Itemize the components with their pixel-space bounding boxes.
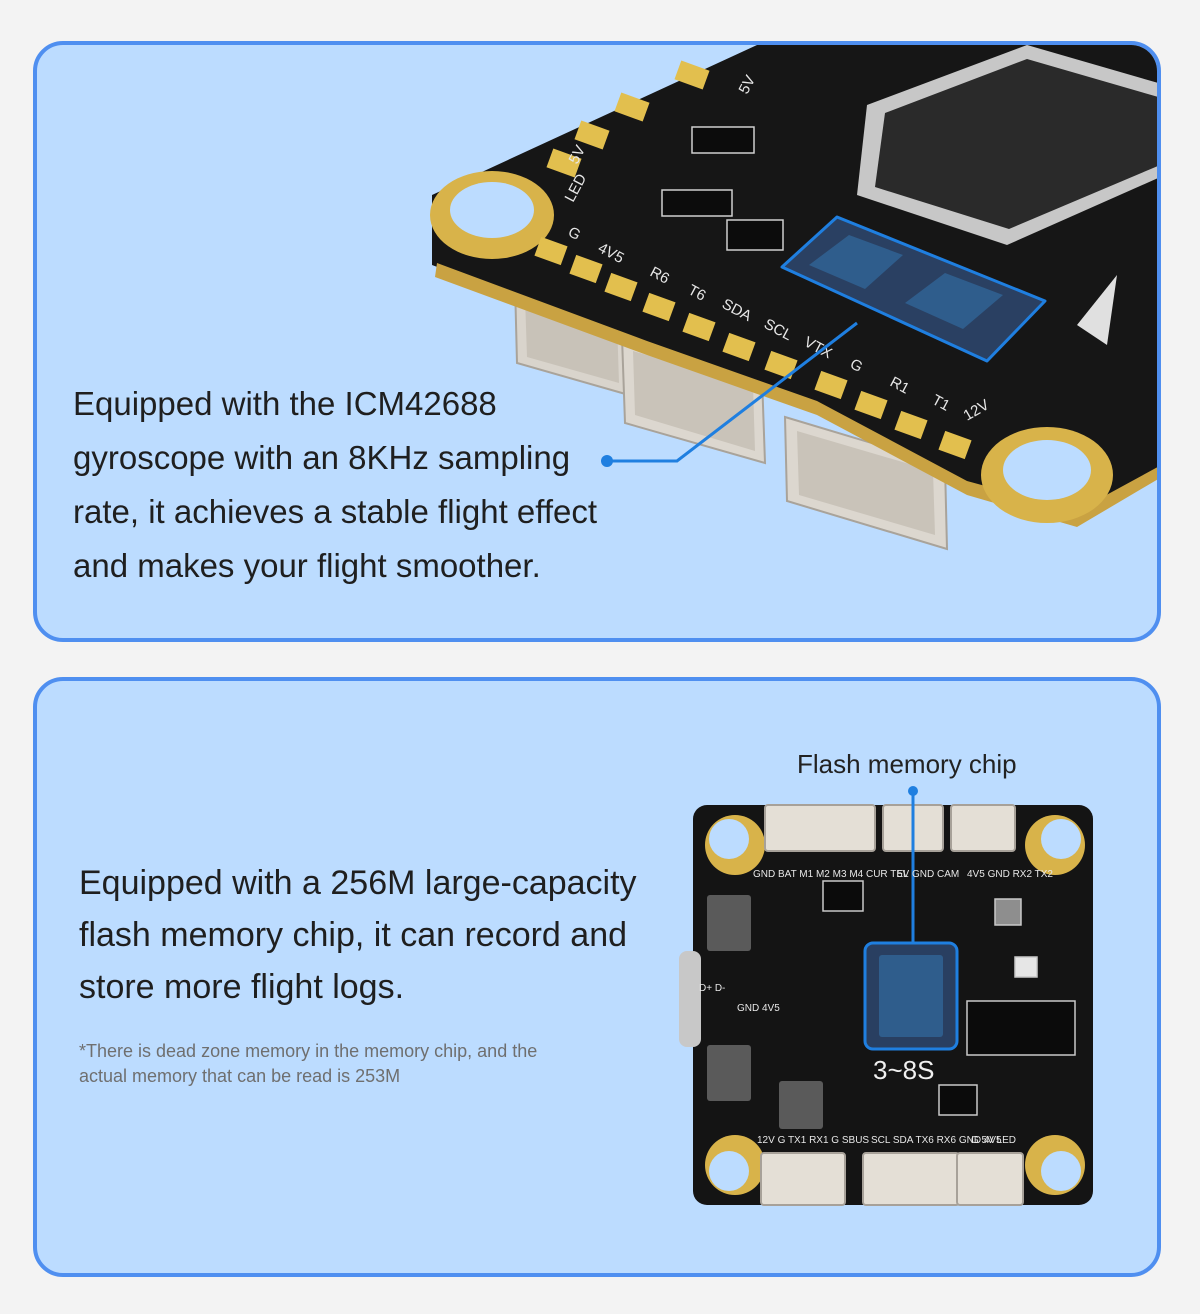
- pin-label: G 5V LED: [971, 1135, 1016, 1146]
- arrow-marking: [1077, 275, 1117, 345]
- gyroscope-callout-line: [601, 321, 858, 467]
- flash-footnote: *There is dead zone memory in the memory…: [79, 1041, 538, 1086]
- pad-label: 5V: [736, 73, 760, 97]
- pin-label: 5V GND CAM: [897, 869, 959, 880]
- connectors-bottom: [760, 1152, 1024, 1206]
- pin-label: D+ D-: [699, 983, 725, 994]
- flash-chip-highlight: [863, 941, 959, 1051]
- pad-label: 5V: [566, 143, 590, 167]
- connectors-top: [764, 804, 1016, 852]
- flash-memory-panel: GND BAT M1 M2 M3 M4 CUR TEL 5V GND CAM 4…: [33, 677, 1161, 1277]
- mcu-chip: [857, 45, 1157, 245]
- gyroscope-description: Equipped with the ICM42688 gyroscope wit…: [73, 385, 598, 584]
- pin-label: 4V5 GND RX2 TX2: [967, 869, 1053, 880]
- small-components: [822, 880, 1076, 1116]
- gyroscope-board-illustration: G 4V5 R6 T6 SDA SCL VTX G R1 T1 12V 5V L…: [430, 45, 1157, 551]
- flash-board-illustration: GND BAT M1 M2 M3 M4 CUR TEL 5V GND CAM 4…: [679, 786, 1093, 1206]
- flash-callout-label: Flash memory chip: [797, 749, 1017, 779]
- silkscreen-labels: GND BAT M1 M2 M3 M4 CUR TEL 5V GND CAM 4…: [699, 869, 1053, 1146]
- flash-description: Equipped with a 256M large-capacity flas…: [79, 864, 637, 1006]
- mounting-hole-left: [430, 171, 554, 259]
- mounting-hole-right: [981, 427, 1113, 523]
- pad-label: T1: [929, 392, 952, 415]
- pin-label: 12V G TX1 RX1 G SBUS: [757, 1135, 869, 1146]
- pin-label: GND BAT M1 M2 M3 M4 CUR TEL: [753, 869, 909, 880]
- flash-callout-line: [908, 786, 918, 943]
- pin-label: GND 4V5: [737, 1003, 780, 1014]
- gyroscope-panel: G 4V5 R6 T6 SDA SCL VTX G R1 T1 12V 5V L…: [33, 41, 1161, 642]
- gyroscope-highlight: [780, 215, 1047, 363]
- pad-label: T6: [685, 282, 708, 305]
- usb-port: [679, 951, 701, 1047]
- solder-pads-lower: [534, 236, 972, 460]
- solder-pads-upper: [546, 60, 710, 178]
- voltage-label: 3~8S: [873, 1055, 934, 1085]
- pin-label: SCL SDA TX6 RX6 GND 4V5: [871, 1135, 1002, 1146]
- inductors: [707, 895, 823, 1129]
- small-components: [661, 126, 784, 251]
